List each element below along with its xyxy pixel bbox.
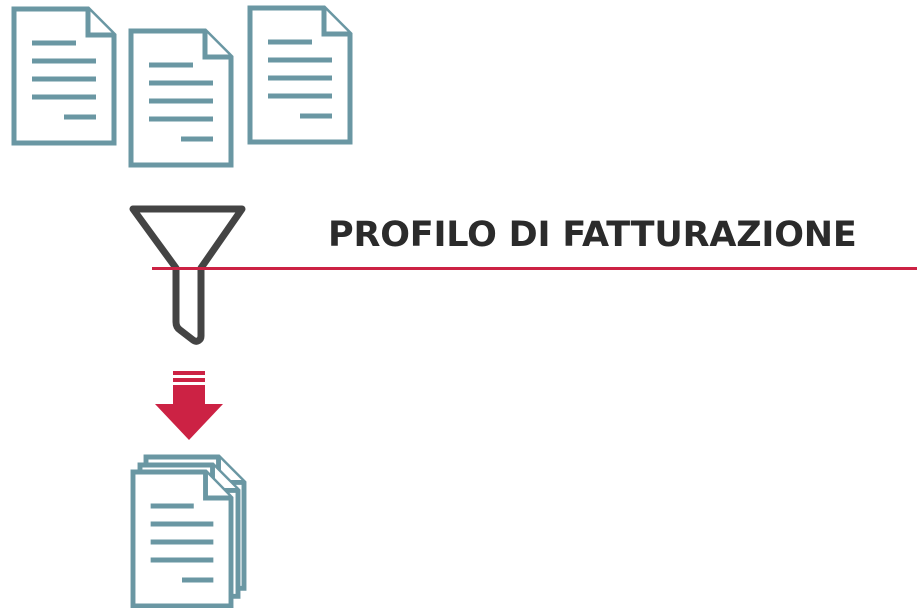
down-arrow-icon: [155, 371, 223, 440]
funnel-icon: [129, 205, 246, 345]
title-underline: [152, 267, 917, 270]
document-icon-3: [250, 8, 350, 142]
document-icon-2: [131, 31, 231, 165]
document-icon-1: [14, 9, 114, 143]
document-stack-icon: [133, 457, 244, 606]
diagram-title: PROFILO DI FATTURAZIONE: [328, 215, 857, 255]
